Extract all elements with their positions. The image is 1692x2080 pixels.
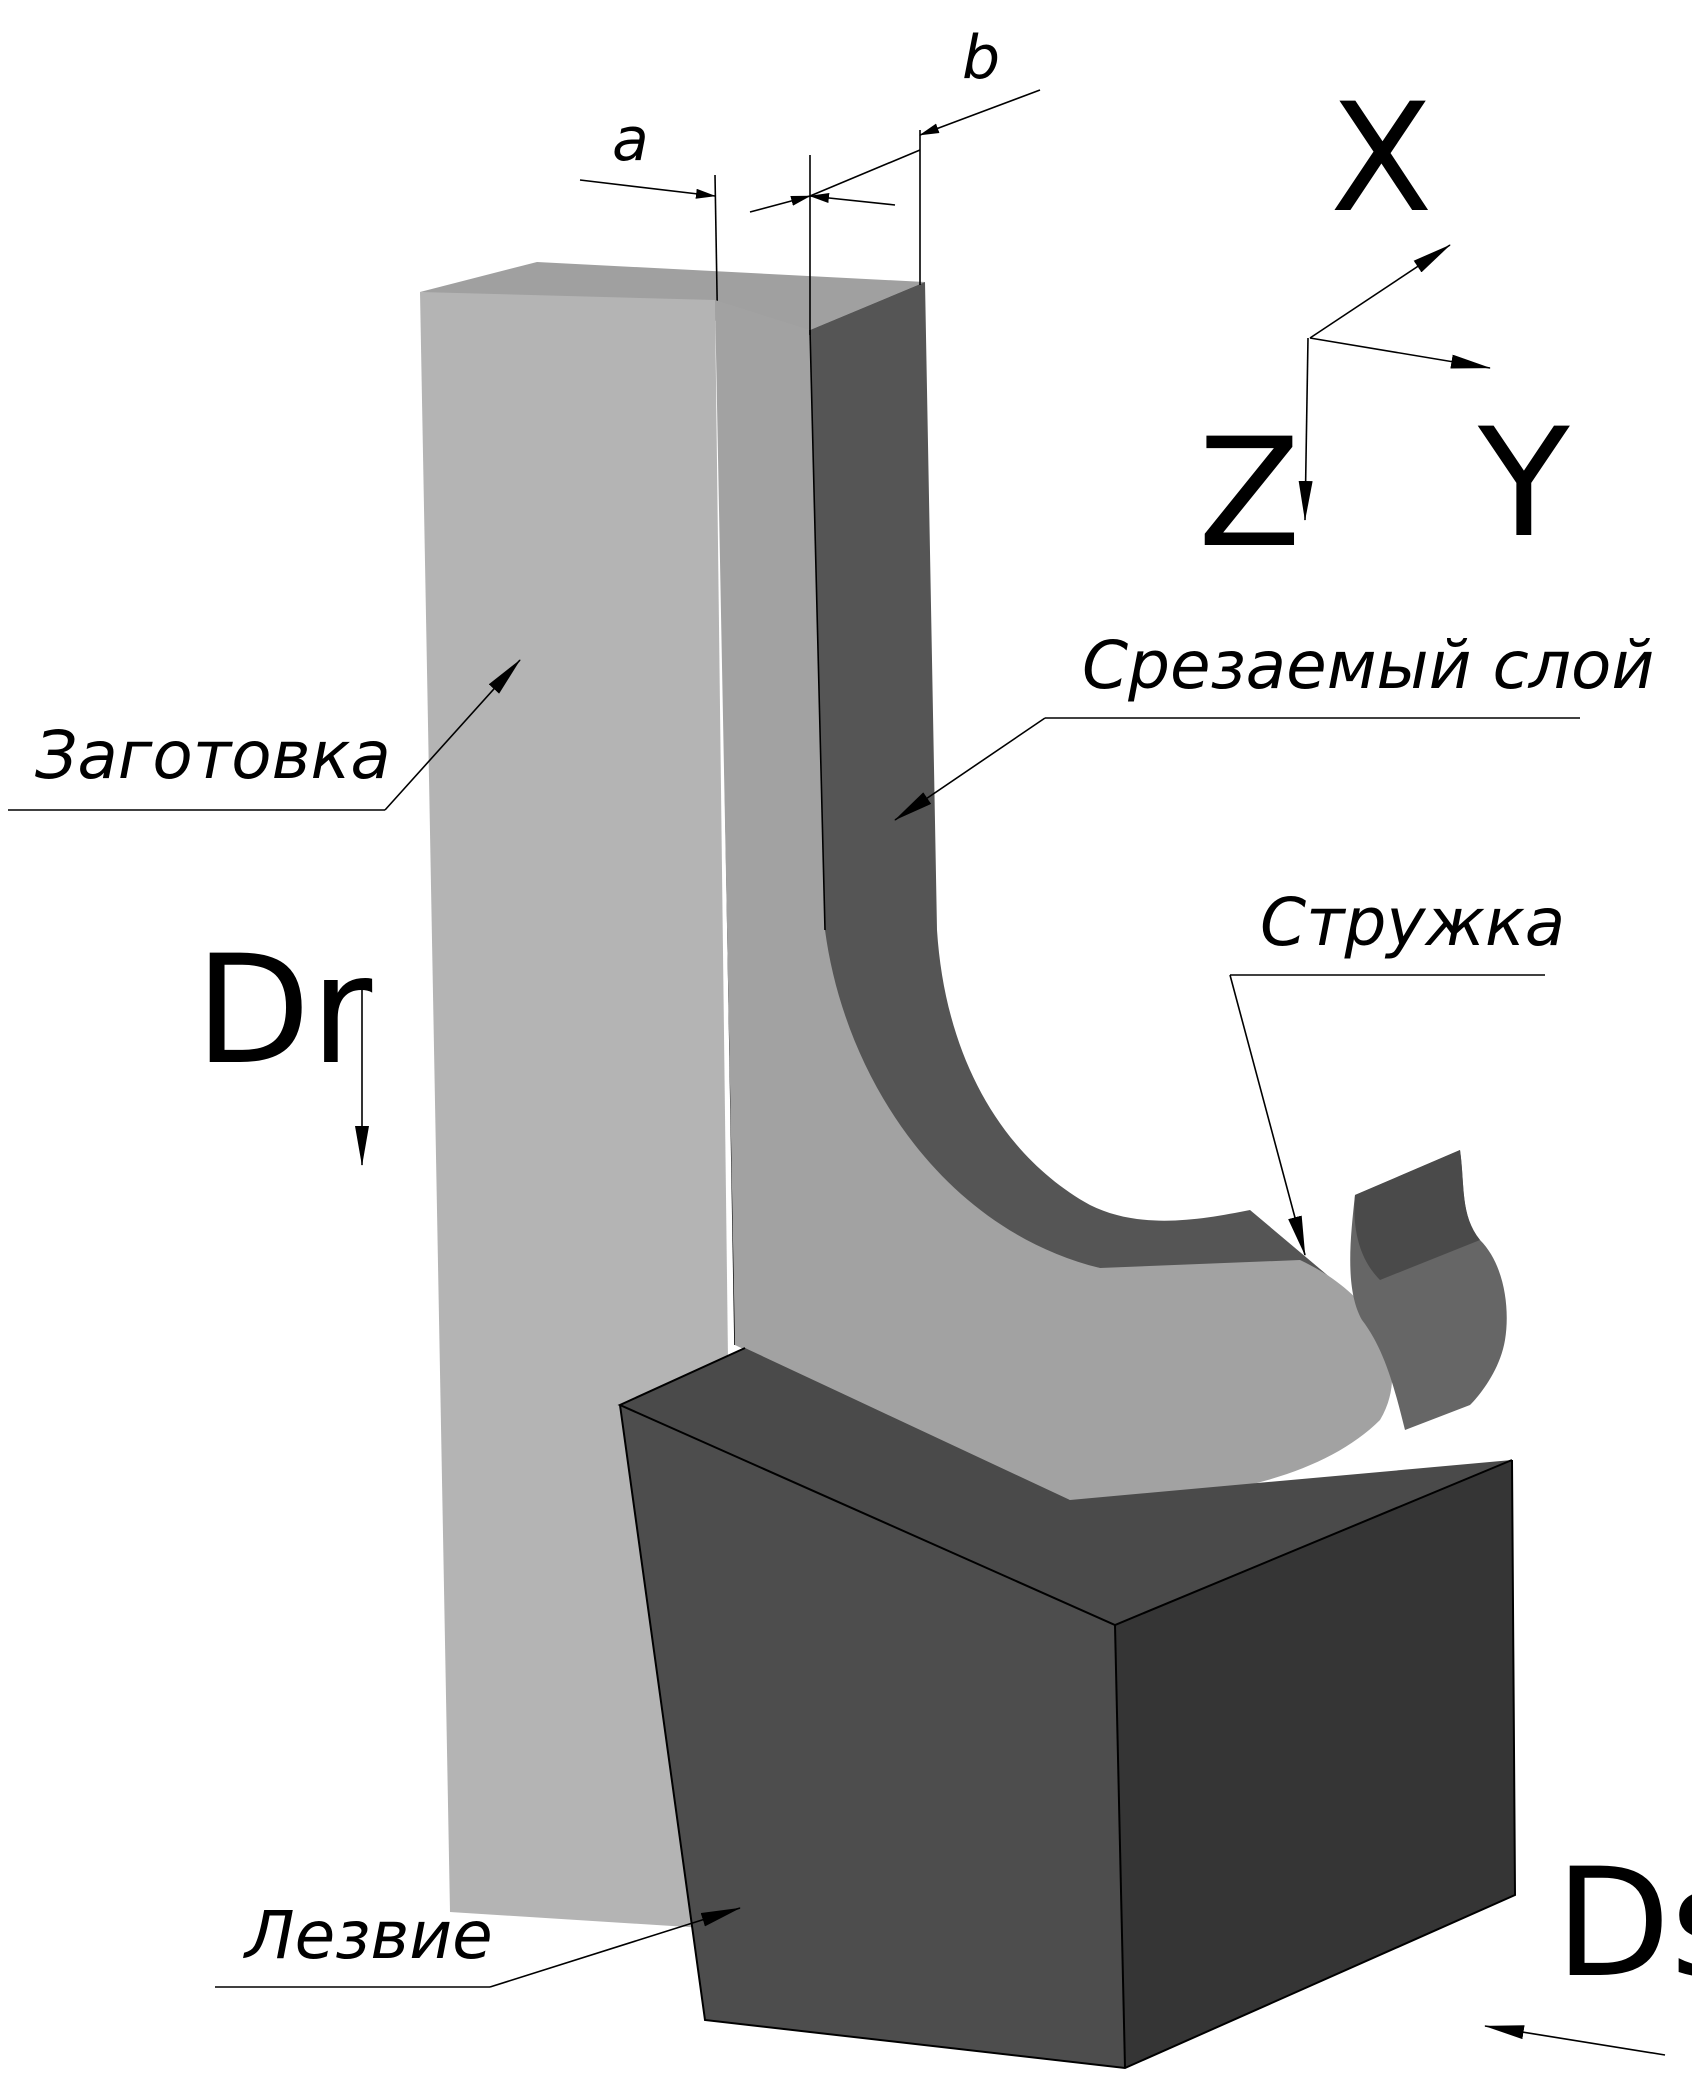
y-axis-arrow <box>1309 337 1491 369</box>
ds-label: Ds <box>1555 1837 1692 2011</box>
cut-layer-side-face <box>810 282 1345 1290</box>
dim-a-arrow <box>579 179 716 199</box>
dimension-lines <box>579 89 1041 335</box>
dim-mid-arrow <box>809 193 896 206</box>
label-blade: Лезвие <box>243 1897 493 1974</box>
chip-curl-top <box>1354 1150 1480 1280</box>
leader-chip <box>1229 974 1545 1256</box>
leader-workpiece-arrow <box>384 659 521 811</box>
cut-layer <box>715 282 1507 1501</box>
cut-layer-front-face <box>715 300 1393 1501</box>
label-cut-layer: Срезаемый слой <box>1082 627 1654 704</box>
dim-b-arrow <box>919 89 1041 136</box>
x-axis-arrow <box>1309 244 1451 339</box>
dr-label: Dr <box>195 924 373 1098</box>
blade-front-face <box>620 1405 1125 2068</box>
blade <box>617 1347 1517 2070</box>
x-axis-label: X <box>1330 72 1433 246</box>
workpiece-top-face <box>420 262 925 330</box>
z-axis-arrow <box>1298 337 1313 521</box>
label-workpiece: Заготовка <box>35 717 391 794</box>
leader-cut-layer <box>894 717 1580 821</box>
leader-blade-arrow <box>489 1907 741 1988</box>
leader-chip-arrow <box>1229 974 1306 1256</box>
blade-corner-edge <box>1114 1624 1126 2069</box>
axis-triad <box>1298 244 1491 521</box>
leader-cut-layer-arrow <box>894 717 1046 821</box>
blade-top-face <box>620 1348 1512 1625</box>
dim-a-label: a <box>612 105 649 175</box>
ds-arrow <box>1484 2025 1666 2056</box>
y-axis-label: Y <box>1477 397 1570 571</box>
leader-blade <box>215 1907 741 1988</box>
dim-mid-arrow-left <box>749 195 811 213</box>
z-axis-label: Z <box>1198 407 1301 581</box>
blade-side-face <box>1115 1460 1515 2068</box>
blade-top-edges <box>617 1347 1513 1627</box>
leader-workpiece <box>8 659 521 811</box>
cut-layer-edge-line <box>809 329 826 931</box>
dim-b-line <box>809 149 921 197</box>
label-chip: Стружка <box>1260 884 1565 961</box>
dim-b-label: b <box>962 23 1000 93</box>
